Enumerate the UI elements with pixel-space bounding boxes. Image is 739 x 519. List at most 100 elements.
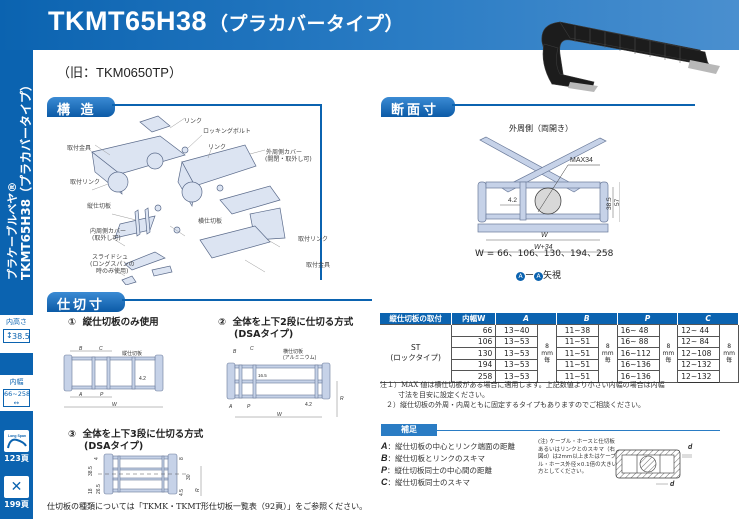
- svg-text:MAX34: MAX34: [570, 157, 593, 164]
- supplement-note: (注) ケーブル・ホースと仕切板あるいはリンクとのスキマ（右図d）は2mm以上ま…: [538, 439, 618, 475]
- label-horizontal-partition: 横仕切板: [198, 218, 223, 225]
- page-title: TKMT65H38（プラカバータイプ）: [48, 6, 404, 37]
- label-vertical-partition: 縦仕切板: [87, 203, 112, 210]
- svg-text:横仕切板: 横仕切板: [283, 348, 303, 355]
- svg-text:38.5: 38.5: [606, 197, 613, 210]
- label-outer-cover: 外周側カバー: [266, 149, 303, 156]
- clearance-diagram: d d: [615, 444, 693, 488]
- model-type: （プラカバータイプ）: [209, 14, 405, 35]
- svg-text:4: 4: [94, 457, 100, 460]
- svg-text:38.5: 38.5: [88, 466, 94, 476]
- table-row: 194 13~53 11~51 16~136 12~132: [380, 358, 739, 371]
- note-1a: 注１）MAX 値は横仕切板がある場合に適用します。上記数値より小さい内幅の場合は…: [380, 381, 665, 389]
- w-values: W = 66、106、130、194、258: [475, 249, 614, 259]
- horizontal-arrow-icon: ↔: [13, 399, 20, 407]
- tools-link[interactable]: ✕ 199頁: [4, 476, 29, 510]
- vertical-arrow-icon: ↕: [6, 331, 13, 340]
- view-marker-icon: A: [534, 272, 544, 281]
- table-header-row: 縦仕切板の取付 内幅W A B P C: [380, 313, 739, 325]
- svg-text:4.2: 4.2: [139, 376, 146, 382]
- inner-width-value: 66~258↔: [3, 389, 31, 407]
- cross-section-heading-line: [452, 104, 695, 106]
- structure-right-border: [320, 104, 322, 280]
- svg-text:P: P: [100, 392, 104, 398]
- svg-text:R: R: [340, 396, 344, 402]
- supplement-item-b: B：縦仕切板とリンクのスキマ: [381, 453, 485, 463]
- partition-spec-table: 縦仕切板の取付 内幅W A B P C ST(ロックタイプ) 66 13~40 …: [380, 313, 739, 383]
- label-locking-bolt: ロッキングボルト: [203, 128, 251, 135]
- long-span-link[interactable]: Long Span 123頁: [4, 430, 29, 464]
- method3-diagram: 38.5 18 26.5 4 8 30 4.5 R: [88, 453, 202, 496]
- label-inner-cover: 内周側カバー: [90, 228, 127, 235]
- svg-text:26.5: 26.5: [96, 484, 102, 494]
- svg-text:P: P: [247, 404, 251, 410]
- wrench-screwdriver-icon: ✕: [4, 476, 29, 498]
- svg-text:(アルミニウム): (アルミニウム): [283, 354, 317, 361]
- table-row: 258 13~53 11~51 16~136 12~132: [380, 370, 739, 383]
- label-slide-shoe-note1: (ロングスパンの: [90, 261, 135, 268]
- svg-text:W: W: [541, 232, 549, 239]
- svg-text:d: d: [688, 444, 693, 451]
- inner-width-box: 内幅 66~258↔: [0, 375, 33, 411]
- supplement-item-p: P：縦仕切板同士の中心間の距離: [381, 465, 493, 475]
- partition-heading-line: [122, 299, 372, 301]
- series-model: TKMT65H38（プラカバータイプ）: [19, 78, 33, 280]
- svg-text:30: 30: [186, 474, 192, 480]
- structure-heading: 構 造: [47, 97, 115, 118]
- table-row: 106 13~53 11~51 16~ 88 12~ 84: [380, 335, 739, 348]
- partition-heading: 仕切寸法: [47, 292, 125, 332]
- old-model-name: （旧：TKM0650TP）: [57, 65, 182, 80]
- supplement-heading-line: [437, 430, 720, 431]
- label-inner-cover-note: (取外し可): [92, 235, 121, 242]
- partition-footnote: 仕切板の種類については「TKMK・TKMT形仕切板一覧表（92頁）」をご参照くだ…: [47, 502, 368, 511]
- inner-height-value: ↕38.5: [3, 329, 30, 343]
- method1-title: ① 縦仕切板のみ使用: [68, 317, 159, 328]
- inner-height-label: 内高さ: [6, 318, 27, 326]
- view-marker-icon: A: [516, 272, 525, 281]
- svg-text:C: C: [250, 346, 254, 352]
- supplement-item-c: C：縦仕切板同士のスキマ: [381, 477, 470, 487]
- supplement-item-a: A：縦仕切板の中心とリンク端面の距離: [381, 441, 515, 451]
- method2-title: ② 全体を上下2段に仕切る方式(DSAタイプ): [218, 317, 354, 340]
- svg-text:W: W: [112, 402, 118, 408]
- label-mount-link-left: 取付リンク: [70, 179, 101, 186]
- label-link-mid: リンク: [208, 144, 227, 151]
- svg-text:A: A: [78, 392, 83, 398]
- label-mount-bracket-bottom: 取付金具: [306, 262, 331, 269]
- svg-text:B: B: [233, 349, 237, 355]
- tools-page: 199頁: [4, 500, 29, 509]
- method3-title: ③ 全体を上下3段に仕切る方式(DSAタイプ): [68, 429, 204, 452]
- svg-text:C: C: [99, 346, 103, 352]
- method1-diagram: B C 縦仕切板 4.2 A P W: [63, 346, 164, 408]
- note-2: ２）縦仕切板の外周・内周ともに固定するタイプもありますのでご相談ください。: [386, 401, 645, 409]
- svg-text:4.2: 4.2: [305, 402, 312, 408]
- long-span-page: 123頁: [4, 454, 29, 463]
- outer-side-label: 外周側（両開き）: [509, 124, 573, 133]
- svg-text:W: W: [277, 412, 283, 418]
- label-mount-bracket-top: 取付金具: [67, 145, 92, 152]
- exploded-view-diagram: [91, 115, 286, 285]
- svg-text:4.5: 4.5: [179, 489, 185, 496]
- svg-text:Long Span: Long Span: [7, 434, 25, 438]
- label-mount-link-right: 取付リンク: [298, 236, 329, 243]
- table-row: 130 13~53 11~51 16~112 12~108: [380, 347, 739, 360]
- svg-text:R: R: [195, 488, 201, 492]
- svg-text:18: 18: [88, 488, 94, 494]
- label-slide-shoe: スライドシュ: [92, 254, 129, 261]
- svg-text:8: 8: [179, 457, 185, 460]
- inner-height-box: 内高さ ↕38.5: [0, 315, 33, 353]
- svg-text:4.2: 4.2: [508, 197, 517, 204]
- cross-section-diagram: MAX34 4.2 38.5 57 W W+34: [477, 136, 620, 253]
- svg-text:A: A: [228, 404, 233, 410]
- label-outer-cover-note: (開閉・取外し可): [265, 156, 312, 163]
- svg-text:57: 57: [614, 198, 620, 206]
- inner-width-label: 内幅: [9, 378, 24, 386]
- structure-heading-line: [112, 104, 322, 106]
- cable-chain-photo: [541, 21, 720, 92]
- model-name: TKMT65H38: [48, 6, 208, 36]
- svg-text:W+34: W+34: [534, 244, 553, 251]
- svg-text:d: d: [670, 481, 675, 488]
- supplement-heading: 補足: [381, 424, 437, 436]
